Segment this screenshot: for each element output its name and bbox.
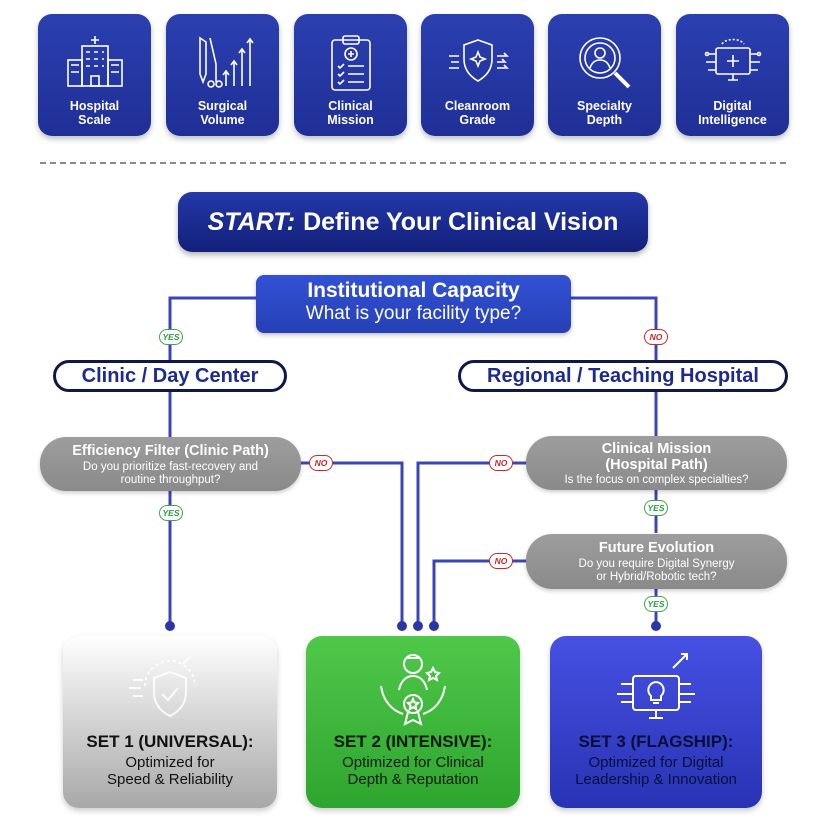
set-desc-line1: Optimized for xyxy=(125,754,215,771)
shield-speedometer-icon xyxy=(129,655,196,718)
criteria-label: Cleanroom Grade xyxy=(444,99,511,127)
set-title: SET 3 (FLAGSHIP): xyxy=(578,732,734,751)
monitor-circuit-icon xyxy=(704,38,762,81)
set-title: SET 1 (UNIVERSAL): xyxy=(86,732,254,751)
no-badge: NO xyxy=(489,553,513,569)
set-title: SET 2 (INTENSIVE): xyxy=(333,732,493,751)
mission-question: Is the focus on complex specialties? xyxy=(564,474,749,486)
start-title: Define Your Clinical Vision xyxy=(303,207,619,236)
no-badge: NO xyxy=(489,455,513,471)
set-desc-line1: Optimized for Clinical xyxy=(342,754,484,771)
criteria-card-hospital-scale: Hospital Scale xyxy=(38,14,151,136)
criteria-card-cleanroom-grade: Cleanroom Grade xyxy=(421,14,534,136)
set-1-universal-card: SET 1 (UNIVERSAL): Optimized for Speed &… xyxy=(63,636,277,808)
clipboard-checklist-icon xyxy=(331,35,371,91)
start-prefix: START: xyxy=(207,207,296,236)
set-desc-line1: Optimized for Digital xyxy=(588,754,724,771)
criteria-label: Surgical Volume xyxy=(197,99,248,127)
future-question: Do you require Digital Synergy or Hybrid… xyxy=(578,558,735,583)
efficiency-filter-box: Efficiency Filter (Clinic Path) Do you p… xyxy=(40,437,301,491)
yes-badge: YES xyxy=(159,329,183,345)
shield-airflow-icon xyxy=(449,39,509,82)
criteria-label: Digital Intelligence xyxy=(698,99,767,127)
future-title: Future Evolution xyxy=(598,540,715,556)
set-3-flagship-card: SET 3 (FLAGSHIP): Optimized for Digital … xyxy=(550,636,762,808)
criteria-card-specialty-depth: Specialty Depth xyxy=(548,14,661,136)
set-desc-line2: Speed & Reliability xyxy=(107,771,233,788)
capacity-question-box: Institutional Capacity What is your faci… xyxy=(256,275,571,333)
magnifier-doctor-icon xyxy=(579,37,631,89)
branch-clinic-pill: Clinic / Day Center xyxy=(53,360,287,392)
efficiency-title: Efficiency Filter (Clinic Path) xyxy=(72,443,269,459)
set-desc-line2: Depth & Reputation xyxy=(347,771,479,788)
criteria-label: Clinical Mission xyxy=(327,99,374,127)
capacity-title: Institutional Capacity xyxy=(307,279,520,302)
set-2-intensive-card: SET 2 (INTENSIVE): Optimized for Clinica… xyxy=(306,636,520,808)
set-desc-line2: Leadership & Innovation xyxy=(575,771,737,788)
clinical-mission-box: Clinical Mission (Hospital Path) Is the … xyxy=(526,436,787,490)
future-evolution-box: Future Evolution Do you require Digital … xyxy=(526,534,787,589)
yes-badge: YES xyxy=(159,505,183,521)
branch-hospital-pill: Regional / Teaching Hospital xyxy=(458,360,788,392)
no-badge: NO xyxy=(644,329,668,345)
efficiency-question: Do you prioritize fast-recovery and rout… xyxy=(82,461,259,486)
surgical-tools-icon xyxy=(199,36,254,88)
criteria-label: Specialty Depth xyxy=(577,99,632,127)
no-badge: NO xyxy=(309,455,333,471)
section-divider xyxy=(40,162,786,164)
criteria-card-digital-intelligence: Digital Intelligence xyxy=(676,14,789,136)
yes-badge: YES xyxy=(644,596,668,612)
criteria-card-surgical-volume: Surgical Volume xyxy=(166,14,279,136)
criteria-card-clinical-mission: Clinical Mission xyxy=(294,14,407,136)
criteria-label: Hospital Scale xyxy=(69,99,120,127)
doctor-award-icon xyxy=(380,654,446,726)
start-banner: START: Define Your Clinical Vision xyxy=(178,192,648,252)
capacity-question: What is your facility type? xyxy=(305,303,522,324)
monitor-lightbulb-icon xyxy=(617,653,695,719)
mission-title: Clinical Mission (Hospital Path) xyxy=(601,441,712,473)
yes-badge: YES xyxy=(644,500,668,516)
hospital-building-icon xyxy=(67,36,123,87)
